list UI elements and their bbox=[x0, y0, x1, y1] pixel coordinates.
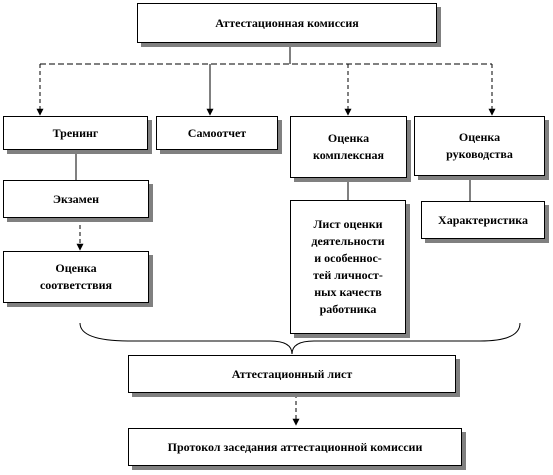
self-report-box: Самоотчет bbox=[156, 116, 278, 150]
management-assessment-line-1: Оценка bbox=[458, 130, 501, 144]
complex-assessment-line-2: комплексная bbox=[312, 148, 385, 162]
protocol-box: Протокол заседания аттестационной комисс… bbox=[128, 428, 462, 466]
evaluation-sheet-line-3: и особеннос- bbox=[314, 251, 382, 265]
evaluation-sheet-line-2: деятельности bbox=[311, 234, 385, 248]
characteristic-box: Характеристика bbox=[421, 201, 545, 239]
evaluation-sheet-line-5: ных качеств bbox=[314, 285, 382, 299]
commission-label: Аттестационная комиссия bbox=[215, 15, 359, 30]
protocol-label: Протокол заседания аттестационной комисс… bbox=[167, 439, 423, 454]
training-box: Тренинг bbox=[3, 116, 148, 150]
evaluation-sheet-line-6: работника bbox=[319, 302, 377, 316]
exam-label: Экзамен bbox=[52, 191, 100, 206]
evaluation-sheet-line-4: тей личност- bbox=[313, 268, 383, 282]
compliance-assessment-line-1: Оценка bbox=[55, 261, 97, 275]
compliance-assessment-box: Оценка соответствия bbox=[3, 251, 149, 303]
complex-assessment-line-1: Оценка bbox=[327, 131, 370, 145]
attestation-sheet-box: Аттестационный лист bbox=[128, 355, 456, 393]
self-report-label: Самоотчет bbox=[187, 125, 247, 140]
compliance-assessment-line-2: соответствия bbox=[39, 278, 113, 292]
complex-assessment-box: Оценка комплексная bbox=[290, 116, 407, 178]
training-label: Тренинг bbox=[52, 125, 99, 140]
evaluation-sheet-line-1: Лист оценки bbox=[313, 217, 383, 231]
exam-box: Экзамен bbox=[3, 180, 149, 218]
grouping-brace bbox=[79, 322, 521, 355]
commission-box: Аттестационная комиссия bbox=[137, 3, 437, 43]
attestation-sheet-label: Аттестационный лист bbox=[231, 366, 353, 381]
management-assessment-box: Оценка руководства bbox=[414, 116, 545, 176]
evaluation-sheet-box: Лист оценки деятельности и особеннос- те… bbox=[290, 200, 406, 334]
management-assessment-line-2: руководства bbox=[446, 147, 513, 161]
characteristic-label: Характеристика bbox=[438, 212, 528, 227]
